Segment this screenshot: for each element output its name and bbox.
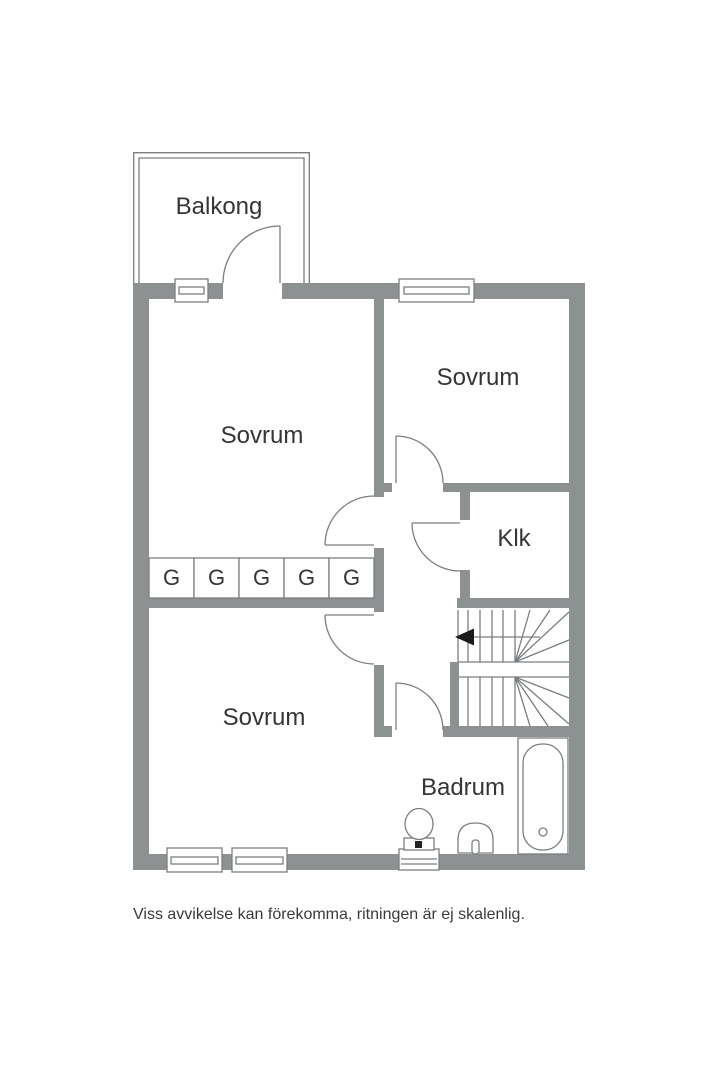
wardrobe-label: G xyxy=(252,565,271,590)
wardrobe-label: G xyxy=(162,565,181,590)
window-top-left-icon xyxy=(174,278,209,303)
bathroom-door xyxy=(395,682,444,731)
sink-icon xyxy=(457,822,494,855)
interior-walls xyxy=(133,299,585,737)
wardrobe-label: G xyxy=(342,565,361,590)
outer-walls xyxy=(133,283,585,870)
bedroom-bottom-door xyxy=(324,614,375,665)
bedroom-top-right-door xyxy=(395,435,444,484)
wardrobe-row xyxy=(148,557,375,599)
closet-door xyxy=(411,522,461,572)
room-label-bedroom-top-left: Sovrum xyxy=(220,422,304,449)
room-label-closet: Klk xyxy=(497,525,531,552)
window-bottom-left-icon xyxy=(166,847,223,873)
staircase xyxy=(455,609,570,727)
balcony-outline xyxy=(133,152,310,283)
window-bottom-right-icon xyxy=(231,847,288,873)
stair-direction-arrow-icon xyxy=(455,628,474,646)
bathtub-icon xyxy=(517,737,569,855)
room-label-bedroom-top-right: Sovrum xyxy=(436,364,520,391)
disclaimer-text: Viss avvikelse kan förekomma, ritningen … xyxy=(133,906,525,923)
room-label-bathroom: Badrum xyxy=(420,774,506,801)
room-label-bedroom-bottom: Sovrum xyxy=(222,704,306,731)
toilet-icon xyxy=(398,807,440,871)
balcony-door xyxy=(222,225,281,284)
room-label-balcony: Balkong xyxy=(175,193,263,220)
window-top-right-icon xyxy=(398,278,475,303)
wardrobe-label: G xyxy=(207,565,226,590)
bedroom-top-left-door xyxy=(324,495,375,546)
wardrobe-label: G xyxy=(297,565,316,590)
